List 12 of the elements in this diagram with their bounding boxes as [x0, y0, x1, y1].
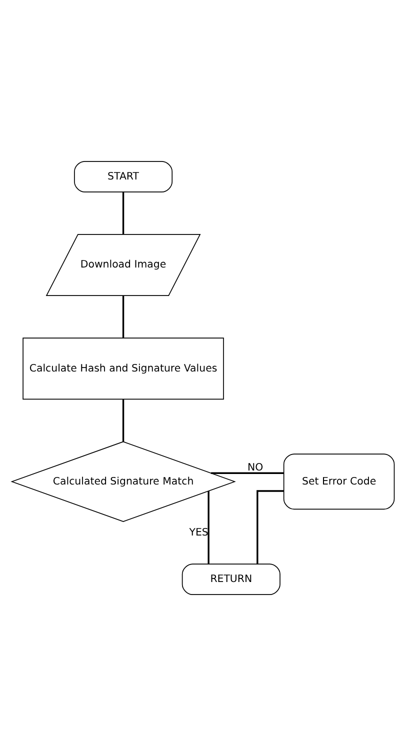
connector [122, 192, 124, 234]
connector [208, 490, 210, 564]
node-box: Calculate Hash and Signature Values [22, 337, 224, 400]
node-diamond: Calculated Signature Match [10, 440, 236, 522]
node-box: Set Error Code [283, 453, 395, 510]
edge-label: NO [248, 462, 264, 473]
node-box: START [74, 160, 173, 192]
node-box: RETURN [182, 563, 280, 595]
connector [122, 399, 124, 441]
connector [256, 490, 284, 564]
connector [122, 295, 124, 338]
connector [211, 472, 284, 474]
